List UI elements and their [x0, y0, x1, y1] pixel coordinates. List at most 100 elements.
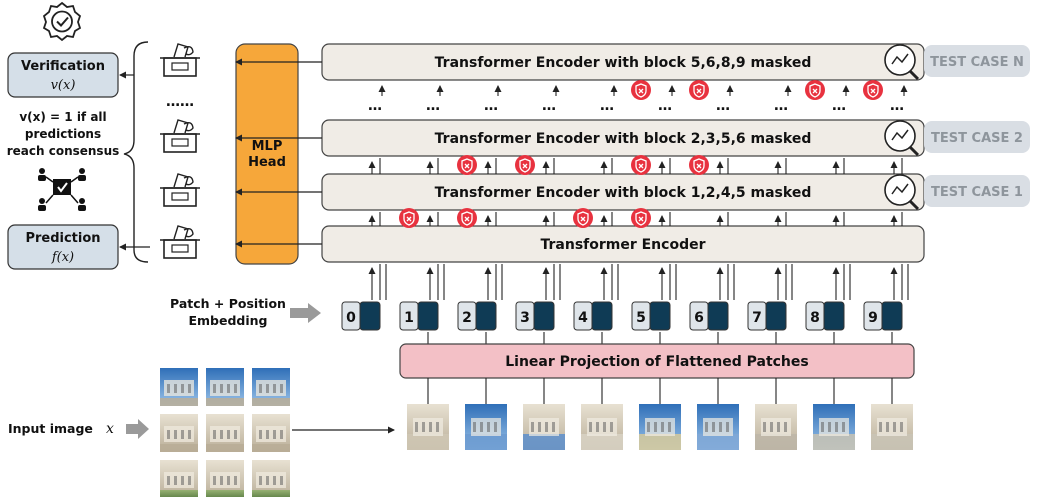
- mask-marker-icon: [863, 80, 883, 100]
- mask-marker-icon: [399, 208, 419, 228]
- mask-marker-icon: [573, 208, 593, 228]
- patch-image-8: [813, 378, 855, 450]
- test-case-badge-0: TEST CASE N: [924, 45, 1030, 77]
- encoder-label-0: Transformer Encoder with block 5,6,8,9 m…: [435, 55, 812, 71]
- encoder-0: Transformer Encoder with block 5,6,8,9 m…: [321, 43, 925, 81]
- input-patch: [160, 368, 198, 406]
- embedding-line-2: Embedding: [188, 313, 267, 328]
- mask-marker-icon: [689, 155, 709, 175]
- token-5: 5: [631, 264, 677, 344]
- test-case-label-2: TEST CASE 1: [931, 185, 1023, 200]
- token-label-1: 1: [404, 310, 414, 326]
- rule-line-1: v(x) = 1 if all: [19, 110, 106, 124]
- patch-image-5: [639, 378, 681, 450]
- token-4: 4: [573, 264, 619, 344]
- team-consensus-icon: [38, 168, 86, 211]
- dots-8: …: [832, 98, 846, 114]
- dots-4: …: [600, 98, 614, 114]
- token-6: 6: [689, 264, 735, 344]
- ballot-ellipsis: ……: [166, 94, 194, 110]
- token-label-5: 5: [636, 310, 646, 326]
- linear-projection: Linear Projection of Flattened Patches: [399, 343, 915, 379]
- encoder-label-1: Transformer Encoder with block 2,3,5,6 m…: [435, 131, 812, 147]
- input-patch: [252, 414, 290, 452]
- prediction-box: Prediction f(x): [7, 224, 119, 270]
- verification-title: Verification: [21, 59, 105, 74]
- mask-marker-icon: [689, 80, 709, 100]
- input-var: x: [106, 421, 114, 437]
- prediction-formula: f(x): [51, 250, 74, 265]
- patch-image-1: [407, 378, 449, 450]
- input-arrow-icon: [126, 419, 149, 439]
- patch-image-6: [697, 378, 739, 450]
- input-patch: [206, 460, 244, 497]
- linear-projection-label: Linear Projection of Flattened Patches: [505, 354, 808, 370]
- dots-5: …: [658, 98, 672, 114]
- token-label-3: 3: [520, 310, 530, 326]
- token-3: 3: [515, 264, 561, 344]
- inter-arrows-e2: [368, 158, 903, 174]
- ballot-box-icon: [160, 173, 200, 207]
- token-label-0: 0: [346, 310, 356, 326]
- dots-1: …: [426, 98, 440, 114]
- patch-image-4: [581, 378, 623, 450]
- test-magnifier-icon: [884, 44, 920, 81]
- input-patch: [252, 368, 290, 406]
- test-case-label-1: TEST CASE 2: [931, 131, 1023, 146]
- embedding-line-1: Patch + Position: [170, 296, 286, 311]
- mlp-head: MLP Head: [235, 43, 299, 265]
- token-label-7: 7: [752, 310, 762, 326]
- input-patch: [160, 460, 198, 497]
- ballot-box-icon: [160, 225, 200, 259]
- grouping-brace: [123, 41, 149, 263]
- encoder-1: Transformer Encoder with block 2,3,5,6 m…: [321, 119, 925, 157]
- token-7: 7: [747, 264, 793, 344]
- dots-2: …: [484, 98, 498, 114]
- embedding-arrow-icon: [290, 303, 321, 323]
- mask-marker-icon: [805, 80, 825, 100]
- test-magnifier-icon: [884, 120, 920, 157]
- token-9: 9: [863, 264, 909, 344]
- mask-marker-icon: [631, 155, 651, 175]
- ballot-box-icon: [160, 43, 200, 77]
- mlp-line-1: MLP: [252, 139, 283, 154]
- mask-marker-icon: [631, 80, 651, 100]
- rule-line-3: reach consensus: [7, 144, 120, 158]
- token-1: 1: [399, 264, 445, 344]
- dots-7: …: [774, 98, 788, 114]
- top-badge-icon: [42, 1, 82, 42]
- patch-image-3: [523, 378, 565, 450]
- dots-3: …: [542, 98, 556, 114]
- mask-marker-icon: [457, 155, 477, 175]
- token-0: 0: [341, 264, 387, 331]
- patch-image-9: [871, 378, 913, 450]
- input-label: Input image: [8, 421, 93, 436]
- test-case-label-0: TEST CASE N: [930, 55, 1024, 70]
- dots-0: …: [368, 98, 382, 114]
- encoder-2: Transformer Encoder with block 1,2,4,5 m…: [321, 173, 925, 211]
- test-magnifier-icon: [884, 174, 920, 211]
- input-patch: [206, 414, 244, 452]
- input-patch: [160, 414, 198, 452]
- mask-marker-icon: [457, 208, 477, 228]
- token-label-8: 8: [810, 310, 820, 326]
- input-patch: [206, 368, 244, 406]
- dots-9: …: [890, 98, 904, 114]
- verification-box: Verification v(x): [7, 52, 119, 98]
- token-2: 2: [457, 264, 503, 344]
- token-label-6: 6: [694, 310, 704, 326]
- embedding-label: Patch + Position Embedding: [170, 296, 286, 328]
- mlp-line-2: Head: [248, 155, 286, 170]
- token-label-9: 9: [868, 310, 878, 326]
- mask-marker-icon: [631, 208, 651, 228]
- encoder-label-2: Transformer Encoder with block 1,2,4,5 m…: [435, 185, 812, 201]
- encoder-label-3: Transformer Encoder: [540, 237, 705, 253]
- ballot-box-icon: [160, 119, 200, 153]
- test-case-badge-1: TEST CASE 2: [924, 121, 1030, 153]
- prediction-title: Prediction: [25, 231, 100, 246]
- mask-marker-icon: [515, 155, 535, 175]
- patch-image-2: [465, 378, 507, 450]
- token-label-4: 4: [578, 310, 588, 326]
- inter-arrows-e1: [368, 212, 903, 226]
